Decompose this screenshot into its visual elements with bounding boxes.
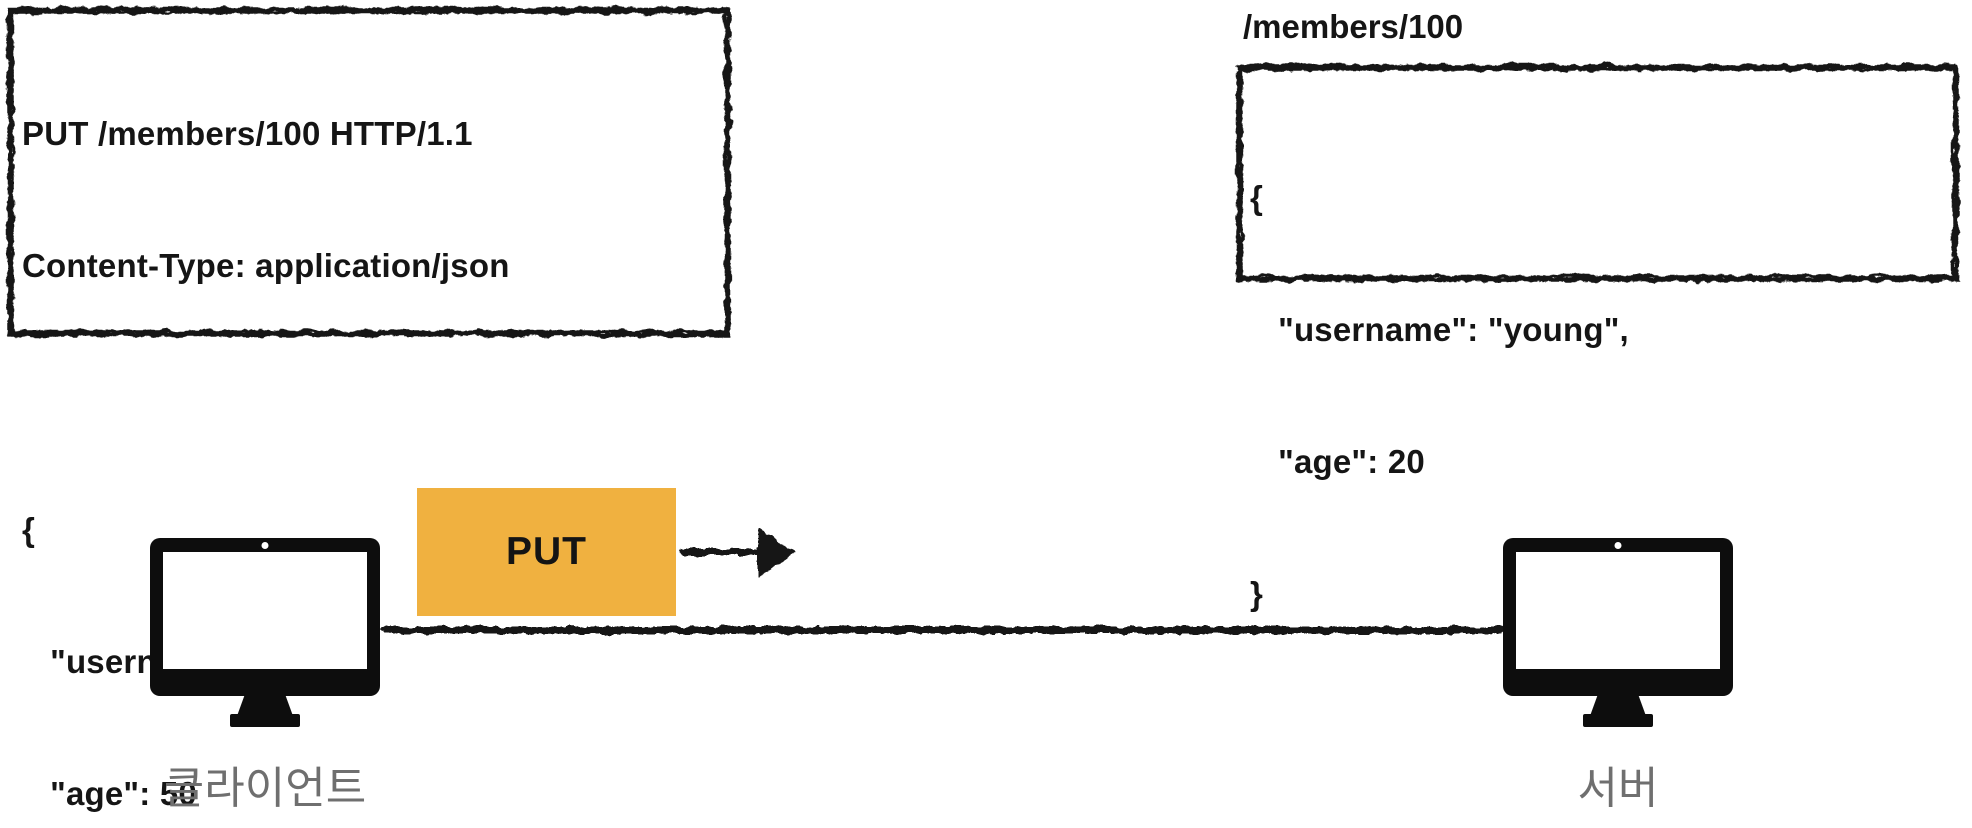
json-open-brace: {	[1250, 179, 1264, 216]
client-label: 클라이언트	[163, 764, 367, 813]
resource-state-box: { "username": "young", "age": 20 }	[1250, 88, 1629, 704]
json-open-brace: {	[22, 511, 36, 548]
put-method-badge: PUT	[417, 488, 676, 616]
blank-line	[22, 376, 510, 420]
server-label: 서버	[1577, 764, 1659, 813]
client-monitor-icon	[150, 538, 380, 728]
json-close-brace: }	[1250, 575, 1264, 612]
resource-path-label: /members/100	[1243, 8, 1464, 45]
json-age-line: "age": 50	[22, 775, 197, 812]
content-type-line: Content-Type: application/json	[22, 247, 510, 284]
request-arrow-head-icon	[758, 528, 796, 577]
server-monitor-icon	[1503, 538, 1733, 728]
request-line: PUT /members/100 HTTP/1.1	[22, 115, 473, 152]
json-username-line: "username": "young",	[1250, 311, 1629, 348]
put-method-label: PUT	[506, 530, 587, 573]
json-age-line: "age": 20	[1250, 443, 1425, 480]
